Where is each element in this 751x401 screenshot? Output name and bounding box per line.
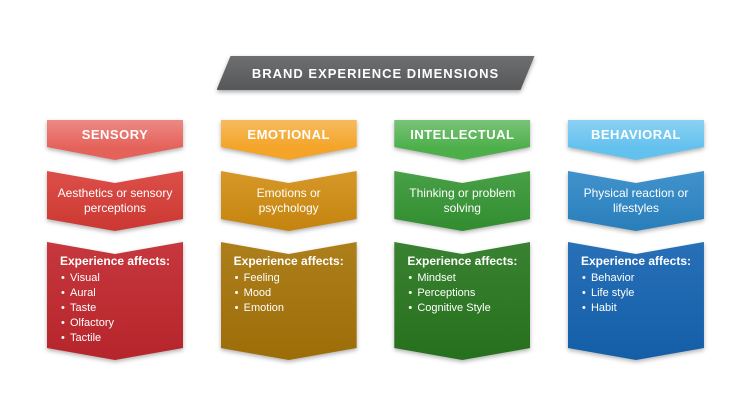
header-shape-wrap: INTELLECTUAL <box>394 120 531 160</box>
column-header-label: SENSORY <box>81 126 149 142</box>
column-description: Aesthetics or sensory perceptions <box>57 185 173 215</box>
header-chevron: SENSORY <box>47 120 183 160</box>
column-header-label: EMOTIONAL <box>247 126 330 142</box>
header-shape-wrap: BEHAVIORAL <box>567 120 704 160</box>
affects-chevron: Experience affects: Mindset Perceptions … <box>394 242 530 360</box>
affects-item: Habit <box>581 301 696 316</box>
affects-item: Aural <box>60 286 175 301</box>
affects-item: Mindset <box>407 271 522 286</box>
description-chevron: Physical reaction or lifestyles <box>568 171 704 231</box>
header-chevron: BEHAVIORAL <box>567 120 704 160</box>
affects-list: Mindset Perceptions Cognitive Style <box>407 271 522 316</box>
affects-item: Feeling <box>234 271 349 286</box>
affects-item: Taste <box>60 301 175 316</box>
column-description: Thinking or problem solving <box>409 185 516 215</box>
column-header-label: INTELLECTUAL <box>410 126 515 142</box>
affects-title: Experience affects: <box>60 254 171 268</box>
affects-shape-wrap: Experience affects: Feeling Mood Emotion <box>221 242 357 360</box>
affects-item: Visual <box>60 271 175 286</box>
affects-item: Behavior <box>581 271 696 286</box>
column-behavioral: BEHAVIORAL Physical reaction or lifestyl… <box>567 120 704 360</box>
description-chevron: Thinking or problem solving <box>394 171 530 231</box>
affects-item: Life style <box>581 286 696 301</box>
description-chevron: Aesthetics or sensory perceptions <box>47 171 183 231</box>
column-emotional: EMOTIONAL Emotions or psychology Experie… <box>220 120 357 360</box>
affects-item: Cognitive Style <box>407 301 522 316</box>
affects-list: Visual Aural Taste Olfactory Tactile <box>60 271 175 346</box>
header-shape-wrap: EMOTIONAL <box>220 120 357 160</box>
affects-shape-wrap: Experience affects: Visual Aural Taste O… <box>47 242 183 360</box>
description-chevron: Emotions or psychology <box>221 171 357 231</box>
affects-list: Feeling Mood Emotion <box>234 271 349 316</box>
affects-shape-wrap: Experience affects: Mindset Perceptions … <box>394 242 530 360</box>
affects-title: Experience affects: <box>407 254 518 268</box>
banner-shape: BRAND EXPERIENCE DIMENSIONS <box>217 56 535 90</box>
affects-item: Olfactory <box>60 316 175 331</box>
affects-title: Experience affects: <box>580 254 692 268</box>
columns: SENSORY Aesthetics or sensory perception… <box>47 120 704 360</box>
header-chevron: EMOTIONAL <box>220 120 357 160</box>
column-sensory: SENSORY Aesthetics or sensory perception… <box>47 120 183 360</box>
affects-chevron: Experience affects: Feeling Mood Emotion <box>221 242 357 360</box>
affects-item: Perceptions <box>407 286 522 301</box>
description-shape-wrap: Aesthetics or sensory perceptions <box>47 171 183 231</box>
affects-list: Behavior Life style Habit <box>581 271 696 316</box>
description-shape-wrap: Thinking or problem solving <box>394 171 530 231</box>
affects-item: Tactile <box>60 331 175 346</box>
affects-shape-wrap: Experience affects: Behavior Life style … <box>568 242 704 360</box>
header-chevron: INTELLECTUAL <box>394 120 531 160</box>
affects-item: Emotion <box>234 301 349 316</box>
column-intellectual: INTELLECTUAL Thinking or problem solving… <box>394 120 531 360</box>
column-description: Physical reaction or lifestyles <box>583 185 689 215</box>
header-shape-wrap: SENSORY <box>47 120 183 160</box>
banner-title: BRAND EXPERIENCE DIMENSIONS <box>251 65 500 81</box>
description-shape-wrap: Physical reaction or lifestyles <box>568 171 704 231</box>
column-header-label: BEHAVIORAL <box>590 126 681 142</box>
affects-chevron: Experience affects: Behavior Life style … <box>568 242 704 360</box>
description-shape-wrap: Emotions or psychology <box>221 171 357 231</box>
affects-chevron: Experience affects: Visual Aural Taste O… <box>47 242 183 360</box>
column-description: Emotions or psychology <box>256 185 321 215</box>
affects-title: Experience affects: <box>233 254 344 268</box>
banner: BRAND EXPERIENCE DIMENSIONS <box>0 56 751 90</box>
affects-item: Mood <box>234 286 349 301</box>
